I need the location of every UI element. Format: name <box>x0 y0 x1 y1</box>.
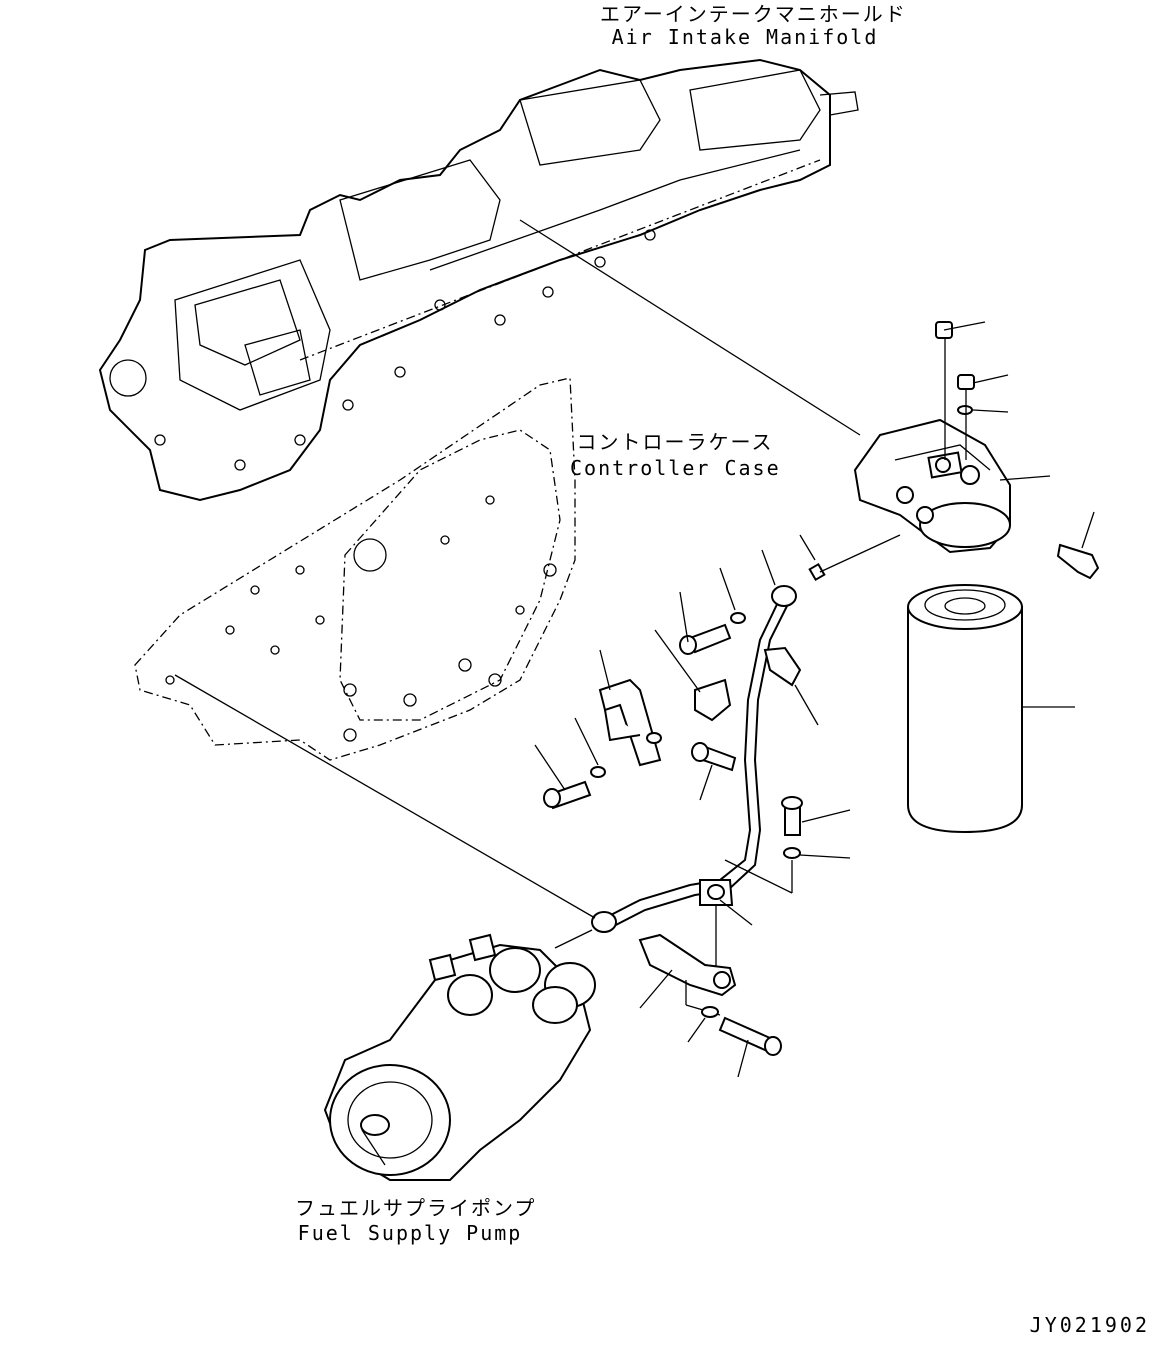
air-intake-manifold-label-jp: エアーインテークマニホールド <box>600 2 907 26</box>
fuel-supply-pump <box>323 933 596 1181</box>
air-intake-manifold <box>98 58 859 502</box>
controller-case <box>134 377 576 761</box>
controller-case-label-jp: コントローラケース <box>576 430 774 454</box>
controller-case-label-en: Controller Case <box>570 456 781 480</box>
fuel-filter-head <box>519 219 1100 580</box>
fuel-pipe <box>554 534 901 949</box>
clamps-and-bolts <box>174 567 851 1078</box>
fuel-supply-pump-label-jp: フュエルサプライポンプ <box>295 1196 537 1220</box>
fuel-filter-cartridge <box>907 584 1075 834</box>
drawing-code: JY021902 <box>1029 1313 1150 1337</box>
air-intake-manifold-label-en: Air Intake Manifold <box>611 25 879 49</box>
fuel-supply-pump-label-en: Fuel Supply Pump <box>297 1221 523 1245</box>
